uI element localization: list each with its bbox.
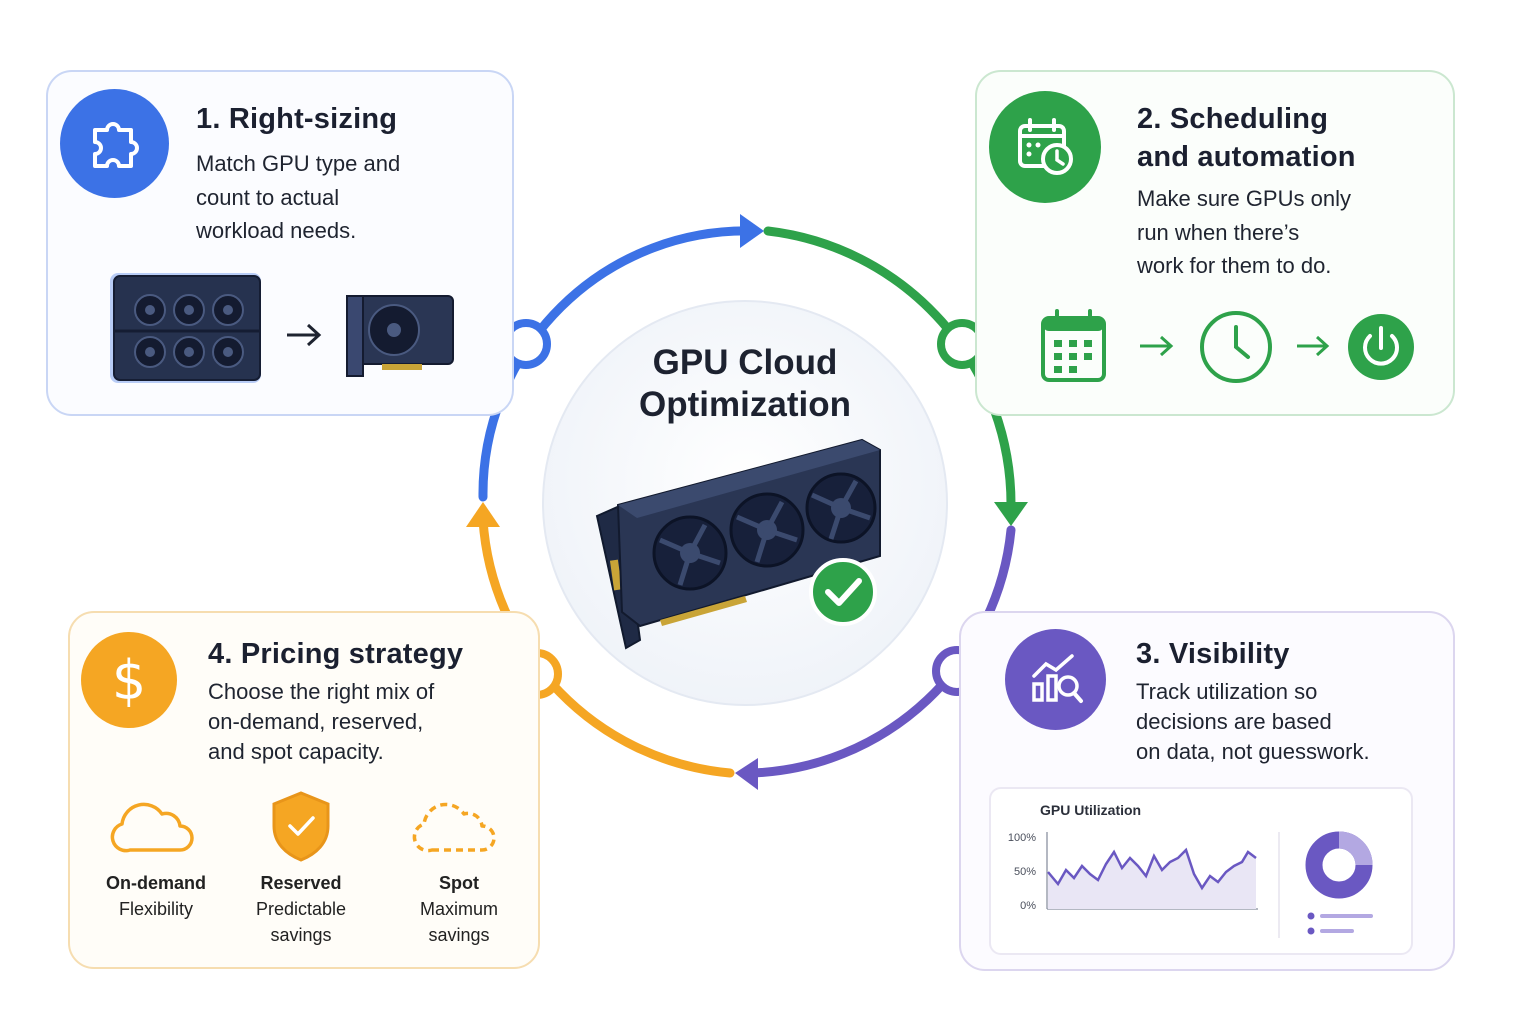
option-reserved: Reserved Predictable savings <box>255 873 347 945</box>
cloud-icon <box>110 802 194 853</box>
arc-green <box>763 226 1016 510</box>
card-1-text: Match GPU type and count to actual workl… <box>196 151 401 243</box>
gpu-fan <box>805 472 877 544</box>
option-spot: Spot Maximum savings <box>419 873 498 945</box>
card-4-text: Choose the right mix of on-demand, reser… <box>208 679 435 764</box>
arc-purple <box>747 525 1016 778</box>
arrowhead-orange <box>466 502 500 527</box>
card-4-title: 4. Pricing strategy <box>208 638 464 670</box>
arrow-right-icon <box>1297 335 1330 357</box>
arrow-right-icon <box>287 323 322 347</box>
legend-icon <box>1307 912 1373 935</box>
calendar-clock-icon <box>989 91 1101 203</box>
dashed-cloud-icon <box>412 802 496 853</box>
puzzle-icon <box>60 89 169 198</box>
calendar-icon <box>1041 309 1106 382</box>
card-2-title: 2. Scheduling and automation <box>1137 103 1356 173</box>
shield-check-icon <box>272 791 330 862</box>
y-tick-label: 100% <box>1007 832 1036 844</box>
power-icon <box>1348 314 1414 380</box>
gpu-fan <box>729 492 805 568</box>
arrowhead-blue <box>740 214 764 248</box>
arc-blue <box>478 226 757 502</box>
utilization-line <box>1047 847 1257 891</box>
center-title-text: GPU Cloud Optimization <box>639 343 851 424</box>
arc-orange <box>478 515 735 778</box>
gpu-utilization-title: GPU Utilization <box>1040 802 1142 818</box>
option-on-demand: On-demand Flexibility <box>105 873 206 919</box>
gpu-fan <box>652 515 728 591</box>
y-tick-label: 0% <box>1020 900 1036 912</box>
card-1-title: 1. Right-sizing <box>196 103 398 135</box>
y-tick-label: 50% <box>1013 866 1036 878</box>
card-3-text: Track utilization so decisions are based… <box>1136 679 1370 764</box>
donut-chart-icon <box>1305 831 1373 899</box>
arrow-right-icon <box>1140 335 1174 357</box>
center-title: GPU Cloud Optimization <box>580 342 910 426</box>
single-gpu-icon <box>346 295 454 377</box>
dollar-icon: $ <box>81 632 177 728</box>
arrowhead-green <box>994 502 1028 526</box>
chart-search-icon <box>1005 629 1106 730</box>
card-3-title: 3. Visibility <box>1136 638 1290 670</box>
utilization-area <box>1048 850 1256 909</box>
gpu-utilization-panel <box>989 787 1413 955</box>
check-icon <box>809 558 877 626</box>
gpu-cluster-icon <box>110 273 261 383</box>
clock-icon <box>1200 311 1272 383</box>
arrowhead-purple <box>735 758 758 790</box>
card-2-text: Make sure GPUs only run when there’s wor… <box>1137 186 1351 278</box>
